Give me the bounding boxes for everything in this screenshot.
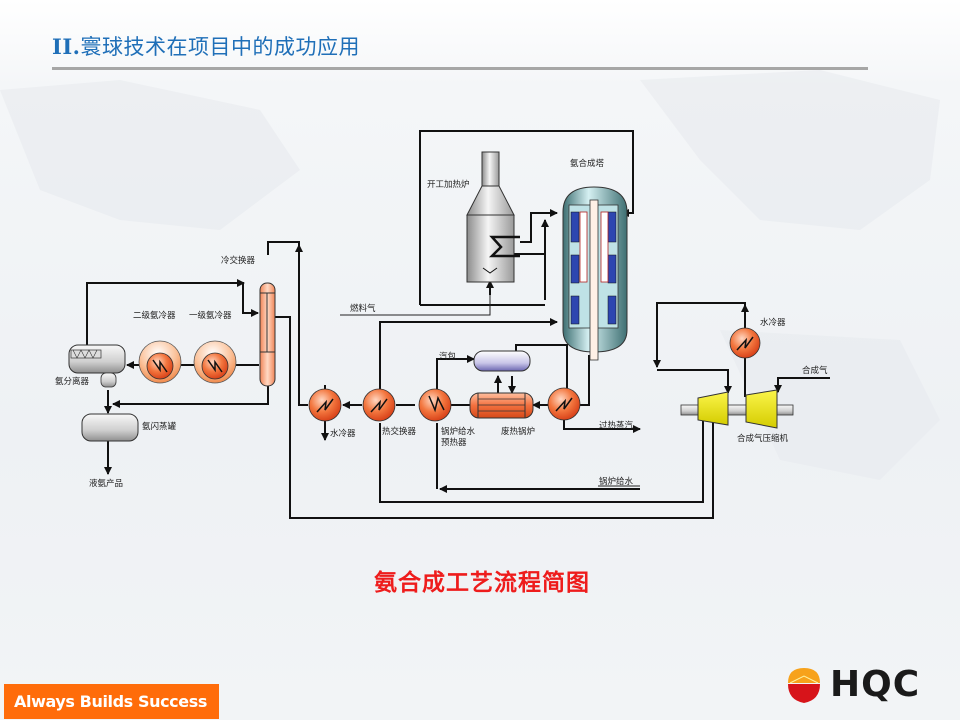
ammonia-synthesis-tower xyxy=(562,186,628,361)
label-boiler-feedwater: 锅炉给水 xyxy=(599,476,634,487)
background-map-watermark xyxy=(0,70,940,480)
ammonia-flash-tank xyxy=(81,413,139,442)
label-ammonia-flash-tank: 氨闪蒸罐 xyxy=(142,421,177,432)
superheater-exchanger xyxy=(547,387,581,421)
heat-exchanger xyxy=(362,388,396,422)
syngas-compressor xyxy=(680,389,794,429)
boiler-feedwater-preheater xyxy=(418,388,452,422)
ammonia-separator xyxy=(68,344,126,388)
steam-drum xyxy=(473,350,531,372)
label-preheater-line2: 预热器 xyxy=(441,437,467,448)
label-syngas-compressor: 合成气压缩机 xyxy=(737,433,789,444)
label-secondary-ammonia-cooler: 二级氨冷器 xyxy=(133,310,176,321)
label-primary-ammonia-cooler: 一级氨冷器 xyxy=(189,310,232,321)
label-water-cooler-2: 水冷器 xyxy=(760,317,786,328)
slogan-banner: Always Builds Success xyxy=(4,684,219,719)
label-fuel-gas: 燃料气 xyxy=(350,303,376,314)
secondary-ammonia-chiller xyxy=(138,340,182,384)
title-divider xyxy=(52,67,868,70)
label-syngas: 合成气 xyxy=(802,365,828,376)
burner-icon xyxy=(482,267,498,274)
label-water-cooler-1: 水冷器 xyxy=(330,428,356,439)
label-superheated-steam: 过热蒸汽 xyxy=(599,420,634,431)
page-title: II.寰球技术在项目中的成功应用 xyxy=(52,31,360,61)
waste-heat-boiler xyxy=(469,392,534,419)
diagram-caption: 氨合成工艺流程简图 xyxy=(374,570,590,596)
label-liquid-ammonia-product: 液氨产品 xyxy=(89,478,123,489)
diagram-labels: 开工加热炉 氨合成塔 冷交换器 二级氨冷器 一级氨冷器 氨分离器 氨闪蒸罐 液氨… xyxy=(55,158,828,489)
water-cooler-2 xyxy=(729,327,761,359)
cold-exchanger xyxy=(259,282,276,387)
label-steam-drum: 汽包 xyxy=(439,351,457,362)
label-startup-heater: 开工加热炉 xyxy=(427,179,470,190)
hqc-logo-icon xyxy=(788,668,820,703)
primary-ammonia-chiller xyxy=(193,340,237,384)
label-synthesis-tower: 氨合成塔 xyxy=(570,158,605,169)
hqc-logo-text: HQC xyxy=(830,664,921,705)
label-cold-exchanger: 冷交换器 xyxy=(221,255,256,266)
water-cooler-1 xyxy=(308,388,342,422)
label-preheater-line1: 锅炉给水 xyxy=(441,426,476,437)
title-text: 寰球技术在项目中的成功应用 xyxy=(80,35,360,59)
label-waste-heat-boiler: 废热锅炉 xyxy=(501,426,535,437)
heating-coil-icon xyxy=(488,235,520,258)
label-ammonia-separator: 氨分离器 xyxy=(55,376,90,387)
startup-heater xyxy=(466,151,520,283)
title-prefix: II. xyxy=(52,34,81,59)
label-heat-exchanger: 热交换器 xyxy=(382,426,417,437)
